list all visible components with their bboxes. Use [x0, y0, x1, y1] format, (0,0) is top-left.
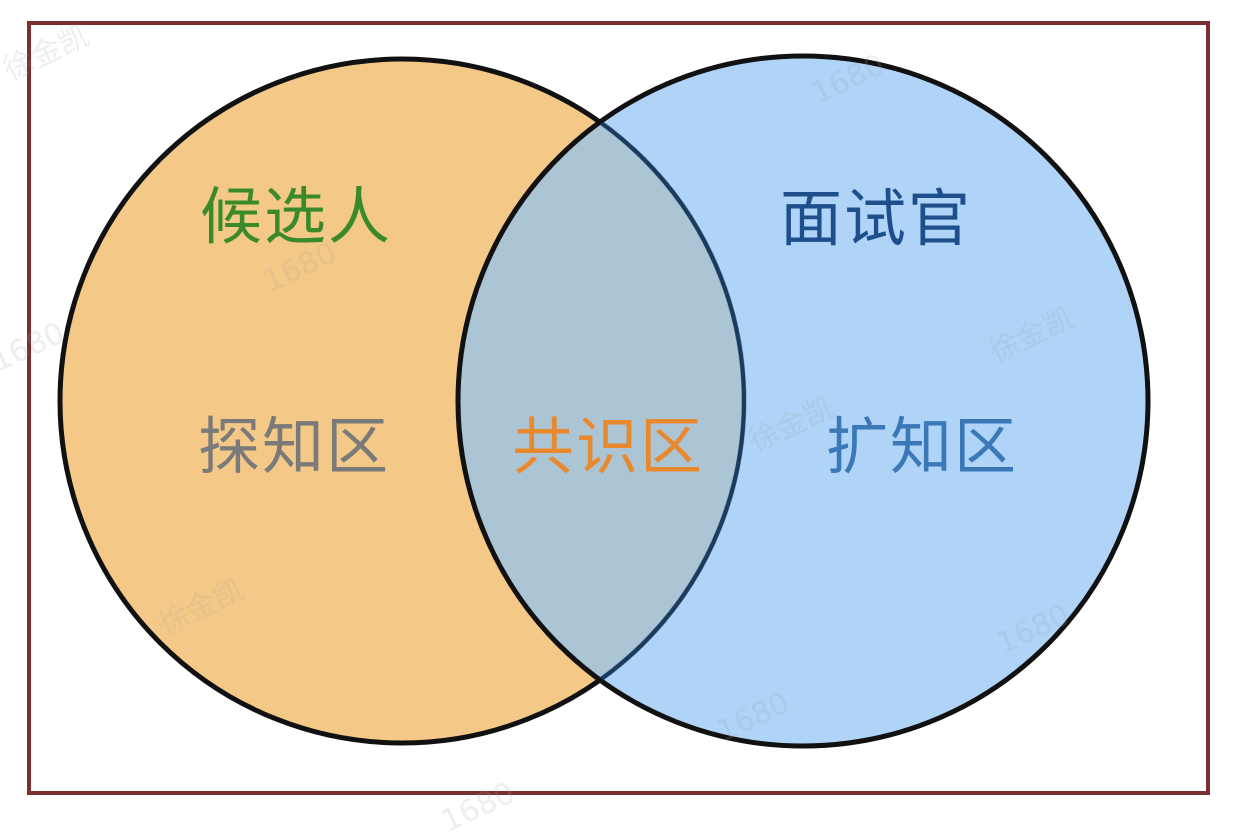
consensus-zone-label: 共识区 — [512, 410, 705, 483]
interviewer-circle — [455, 53, 1151, 749]
explore-zone-label: 探知区 — [198, 410, 391, 483]
diagram-frame — [27, 21, 1210, 795]
candidate-circle-outline — [460, 58, 746, 744]
candidate-title: 候选人 — [200, 180, 393, 253]
expand-zone-label: 扩知区 — [826, 410, 1019, 483]
interviewer-title: 面试官 — [780, 182, 973, 255]
